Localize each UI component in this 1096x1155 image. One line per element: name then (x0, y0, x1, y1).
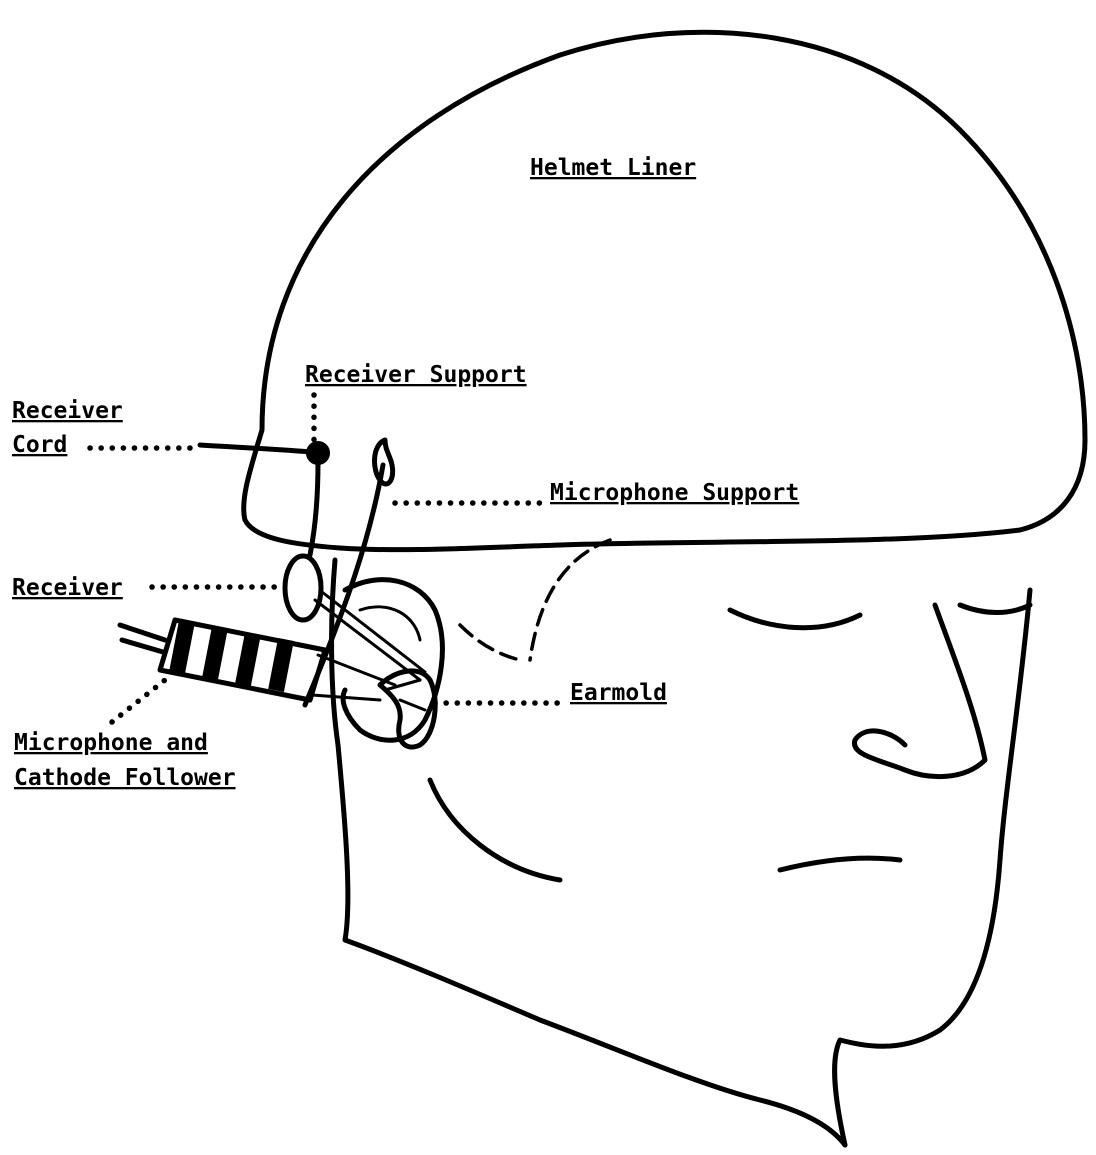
right-eye (730, 610, 860, 628)
label-receiver-support: Receiver Support (305, 362, 527, 388)
label-microphone-line1: Microphone and (14, 730, 208, 756)
left-eye (960, 605, 1030, 613)
receiver-hanger (310, 462, 318, 555)
label-microphone-support: Microphone Support (550, 480, 799, 506)
label-receiver-cord-line2: Cord (12, 432, 67, 458)
leader-microphone (112, 680, 165, 722)
microphone-rib-3 (236, 633, 259, 685)
mouth (780, 858, 900, 870)
hidden-temple-line (530, 540, 610, 660)
jaw-line (430, 780, 560, 880)
receiver-shape (285, 556, 321, 620)
ear-inner (360, 607, 420, 640)
label-receiver: Receiver (12, 575, 123, 601)
label-helmet-liner: Helmet Liner (530, 155, 696, 181)
microphone-cable (120, 625, 165, 652)
nose (854, 605, 985, 777)
microphone-rib-4 (269, 639, 292, 691)
face-outline (835, 590, 1030, 1145)
microphone-rib-2 (203, 627, 226, 679)
hidden-ear-line (460, 625, 520, 660)
microphone-support-pin (375, 440, 393, 484)
label-earmold: Earmold (570, 680, 667, 706)
helmet-liner-outline (244, 32, 1085, 549)
label-receiver-cord-line1: Receiver (12, 398, 123, 424)
label-microphone-line2: Cathode Follower (14, 765, 236, 791)
head-outline (332, 560, 845, 1145)
